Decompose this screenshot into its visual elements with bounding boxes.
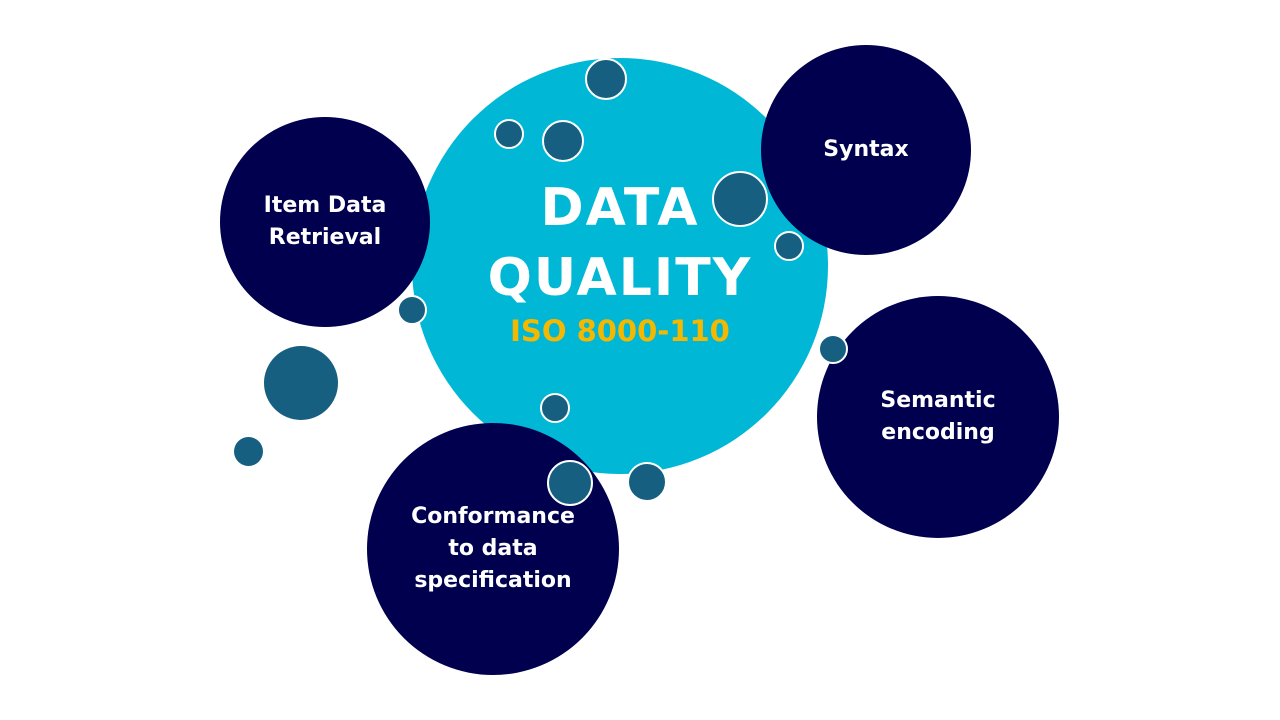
title-line-1: DATA — [540, 178, 700, 238]
decorative-bubble — [494, 119, 524, 149]
decorative-bubble — [585, 58, 627, 100]
decorative-bubble — [547, 460, 593, 506]
topic-item-data-retrieval: Item Data Retrieval — [220, 117, 430, 327]
decorative-bubble — [540, 393, 570, 423]
data-quality-circle — [412, 58, 828, 474]
decorative-bubble — [818, 334, 848, 364]
decorative-bubble — [234, 437, 263, 466]
decorative-bubble — [397, 295, 427, 325]
decorative-bubble — [264, 346, 338, 420]
topic-label: Conformance to data specification — [411, 504, 575, 593]
topic-conformance: Conformance to data specification — [367, 423, 619, 675]
decorative-bubble — [627, 462, 667, 502]
standard-label: ISO 8000-110 — [510, 314, 730, 348]
title-line-2: QUALITY — [487, 248, 753, 308]
topic-semantic-encoding: Semantic encoding — [817, 296, 1059, 538]
topic-label: Semantic encoding — [880, 388, 996, 445]
topic-label: Syntax — [823, 137, 909, 162]
decorative-bubble — [774, 231, 804, 261]
topic-syntax: Syntax — [761, 45, 971, 255]
decorative-bubble — [712, 171, 768, 227]
decorative-bubble — [542, 120, 584, 162]
topic-label: Item Data Retrieval — [263, 193, 387, 250]
